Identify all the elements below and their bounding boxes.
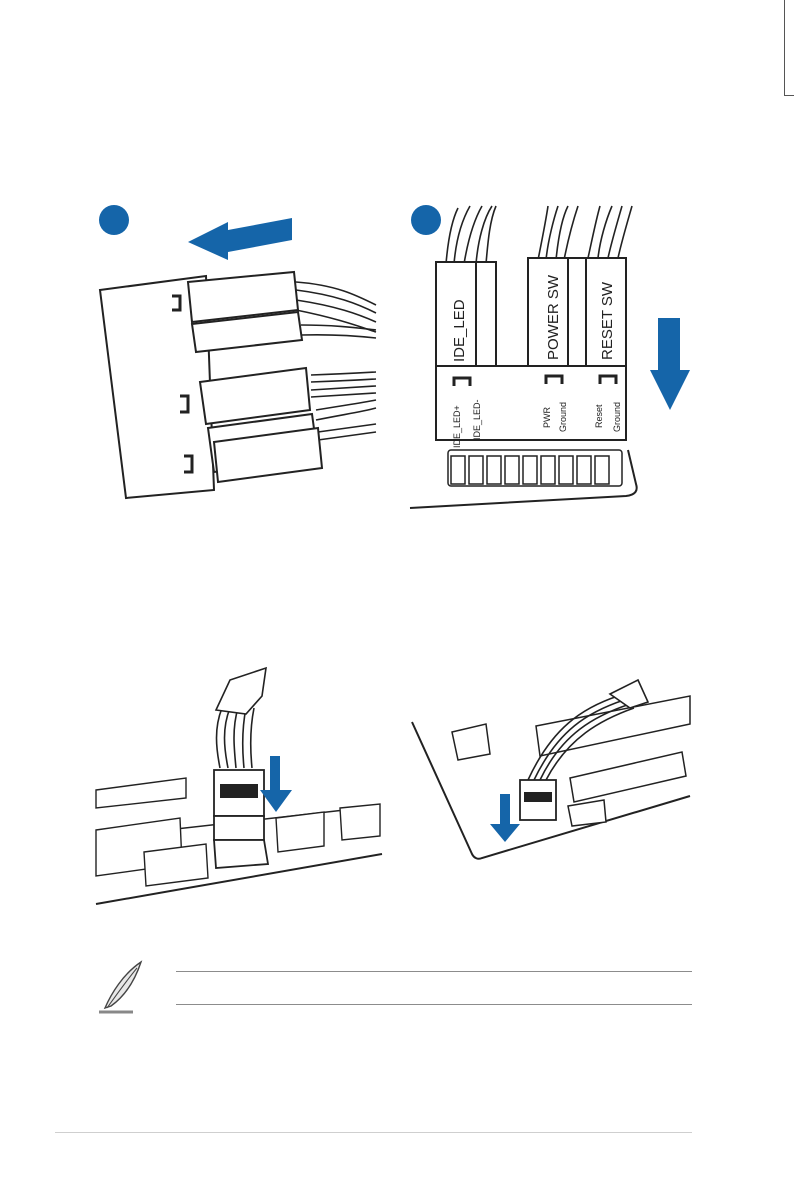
step-1-circle — [99, 205, 129, 235]
footer-rule — [55, 1132, 692, 1133]
label-power-sw: POWER SW — [545, 274, 562, 360]
feather-note-icon — [97, 958, 149, 1019]
figure-step1-unplug — [96, 200, 386, 505]
pin-reset: Reset — [594, 404, 604, 428]
note-top-rule — [176, 971, 692, 972]
figure-header-plug-right — [412, 668, 692, 863]
pin-ide-led-plus: IDE_LED+ — [452, 405, 462, 448]
pin-reset-ground: Ground — [612, 402, 622, 432]
pin-pwr-ground: Ground — [558, 402, 568, 432]
figure-header-plug-left — [96, 668, 386, 913]
page-edge-tab — [784, 0, 794, 96]
step-2-circle — [411, 205, 441, 235]
label-reset-sw: RESET SW — [599, 281, 616, 360]
down-arrow-icon-3 — [490, 794, 520, 842]
pin-pwr: PWR — [542, 407, 552, 428]
figure-step2-plug-front-panel: IDE_LED POWER SW RESET SW IDE_LED+ IDE_L… — [408, 200, 698, 512]
left-arrow-icon — [188, 218, 292, 260]
label-ide-led: IDE_LED — [451, 299, 468, 362]
pin-ide-led-minus: IDE_LED- — [472, 399, 482, 440]
down-arrow-icon — [650, 318, 690, 410]
note-bottom-rule — [176, 1004, 692, 1005]
